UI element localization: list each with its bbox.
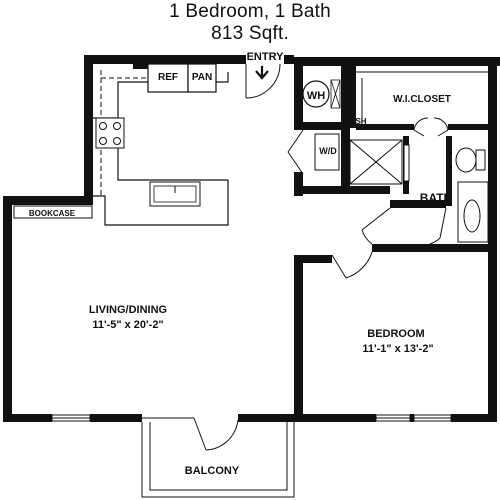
pan-label: PAN [192, 72, 212, 83]
entry-door [245, 63, 281, 99]
bookcase [13, 205, 93, 219]
unit-area-title: 813 Sqft. [211, 23, 289, 44]
windows [51, 414, 452, 422]
kitchen [93, 63, 229, 226]
bookcase-label: BOOKCASE [29, 209, 76, 218]
wh-label: WH [307, 90, 325, 102]
unit-type-title: 1 Bedroom, 1 Bath [169, 1, 331, 22]
bath-label: BATH [420, 191, 452, 205]
bath-fixtures [455, 147, 489, 243]
bedroom-dims: 11'-1" x 13'-2" [362, 343, 433, 355]
wi-closet-label: W.I.CLOSET [393, 94, 451, 105]
ref-label: REF [158, 72, 178, 83]
living-dining-dims: 11'-5" x 20'-2" [92, 319, 163, 331]
living-dining-label: LIVING/DINING [89, 304, 167, 316]
exterior-walls [3, 55, 500, 422]
walk-in-closet [356, 71, 488, 137]
entry-arrow-icon [255, 66, 269, 80]
washer-dryer [287, 129, 340, 175]
bedroom-label: BEDROOM [367, 328, 424, 340]
shower [349, 139, 410, 185]
entry-label: ENTRY [247, 51, 285, 63]
balcony [141, 422, 295, 498]
water-heater [302, 79, 341, 109]
balcony-label: BALCONY [185, 465, 240, 477]
interior-doors [142, 207, 447, 451]
wd-label: W/D [319, 146, 337, 156]
sh-label: SH [355, 117, 366, 126]
